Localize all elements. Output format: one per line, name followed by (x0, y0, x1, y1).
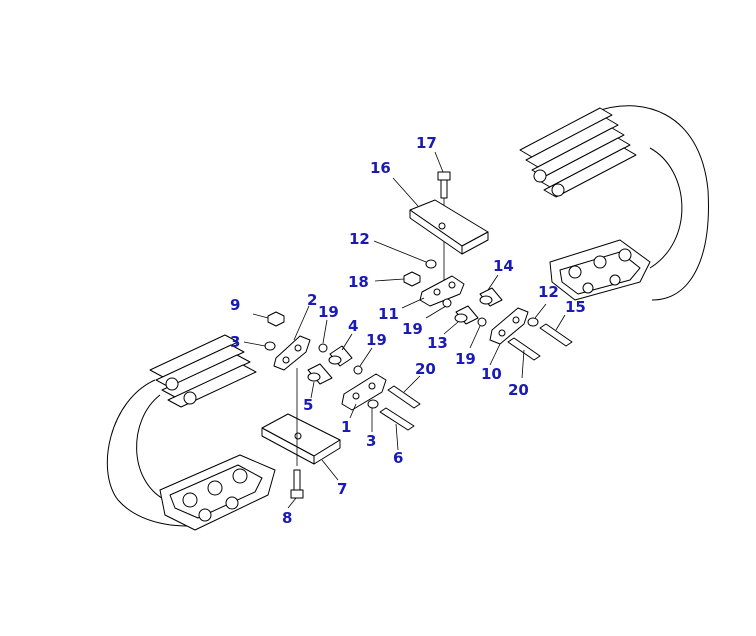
part-3-washer-left (264, 341, 276, 351)
part-2-link (273, 335, 311, 371)
callout-9: 9 (230, 296, 240, 314)
part-19-seal-d (477, 317, 487, 327)
callout-17: 17 (416, 134, 437, 152)
part-14-bushing (479, 287, 503, 307)
callout-12-upper: 12 (349, 230, 370, 248)
part-13-bushing (454, 305, 479, 325)
part-12-nut-upper (425, 259, 437, 269)
part-20-pin-right (507, 337, 541, 361)
callout-6: 6 (393, 449, 403, 467)
callout-20-right: 20 (508, 381, 529, 399)
callout-18: 18 (348, 273, 369, 291)
callout-16: 16 (370, 159, 391, 177)
callout-13: 13 (427, 334, 448, 352)
part-18-nut (403, 271, 421, 287)
part-12-nut-right (527, 317, 539, 327)
leader-lines (243, 151, 566, 509)
callout-3-lower: 3 (366, 432, 376, 450)
callout-1: 1 (341, 418, 351, 436)
part-1-link (341, 373, 387, 411)
part-9-nut (267, 311, 285, 327)
part-10-link (489, 307, 529, 345)
part-6-pin (379, 407, 415, 431)
callout-19-d: 19 (455, 350, 476, 368)
callout-7: 7 (337, 480, 347, 498)
callout-5: 5 (303, 396, 313, 414)
part-19-seal-c (442, 298, 452, 308)
right-track-shoes (519, 107, 637, 198)
callout-4: 4 (348, 317, 358, 335)
callout-14: 14 (493, 257, 514, 275)
part-19-seal-a (318, 343, 328, 353)
part-11-link (419, 275, 465, 307)
callout-19-a: 19 (318, 303, 339, 321)
left-track-links (159, 454, 276, 531)
part-8-bolt (290, 469, 304, 499)
callout-11: 11 (378, 305, 399, 323)
left-track-loop (106, 334, 276, 531)
callout-3-left: 3 (230, 333, 240, 351)
left-track-shoes (149, 334, 257, 408)
callout-15: 15 (565, 298, 586, 316)
callouts: 17 16 12 18 11 14 12 15 19 13 19 10 20 9… (230, 134, 586, 527)
right-track-links (549, 239, 651, 301)
part-15-pin (539, 323, 573, 347)
part-19-seal-b (353, 365, 363, 375)
callout-10: 10 (481, 365, 502, 383)
callout-2: 2 (307, 291, 317, 309)
callout-19-b: 19 (366, 331, 387, 349)
part-16-shoe (409, 199, 489, 255)
right-track-loop (519, 105, 709, 301)
callout-8: 8 (282, 509, 292, 527)
callout-20-lower: 20 (415, 360, 436, 378)
part-5-bushing (307, 363, 333, 385)
part-4-bushing (328, 345, 353, 367)
part-20-pin-lower (387, 385, 421, 409)
callout-19-c: 19 (402, 320, 423, 338)
part-7-shoe (261, 413, 341, 465)
callout-12-right: 12 (538, 283, 559, 301)
part-3-washer-lower (367, 399, 379, 409)
